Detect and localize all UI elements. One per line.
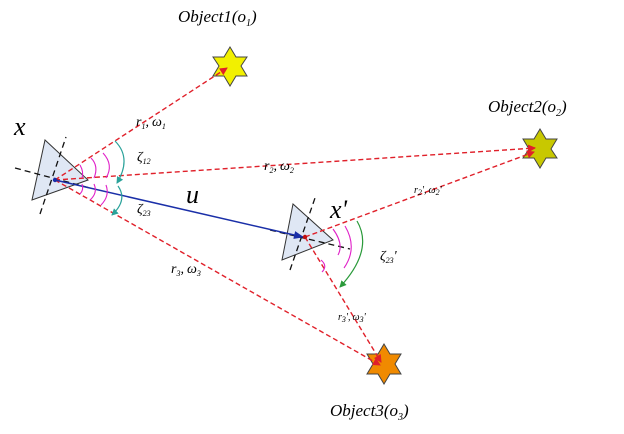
ray-x-to-object3 xyxy=(54,179,381,366)
object2-star-icon xyxy=(522,128,558,169)
r2-w2-label: r2,ω2 xyxy=(264,159,294,175)
camera-x-prime-label: x' xyxy=(329,195,348,224)
ray-x-to-object2 xyxy=(54,144,536,181)
object3-star-icon xyxy=(366,343,402,385)
camera-x-prime-center xyxy=(302,234,308,240)
motion-vector-u xyxy=(54,179,304,239)
object2-label: Object2(o2) xyxy=(488,97,567,119)
r2p-w2p-label: r2',ω2' xyxy=(414,185,443,197)
camera-x-icon xyxy=(14,136,91,215)
angle-arcs-x-prime xyxy=(320,220,364,288)
r3-w3-label: r3,ω3 xyxy=(171,262,201,278)
zeta12-label: ζ12 xyxy=(137,150,151,166)
angle-arcs-x xyxy=(79,140,125,216)
r3p-w3p-label: r3',ω3' xyxy=(338,312,367,324)
camera-x-label: x xyxy=(13,112,26,141)
ray-x-to-object1 xyxy=(54,67,228,181)
ray-xprime-to-object2 xyxy=(304,150,535,238)
object1-star-icon xyxy=(212,46,248,87)
object3-label: Object3(o3) xyxy=(330,401,409,423)
motion-u-label: u xyxy=(186,180,199,209)
zeta23p-label: ζ23' xyxy=(380,249,398,265)
r1-w1-label: r1,ω1 xyxy=(136,115,166,131)
object1-label: Object1(o1) xyxy=(178,7,257,29)
camera-x-center xyxy=(52,177,58,183)
zeta23-label: ζ23 xyxy=(137,202,151,218)
ray-xprime-to-object3 xyxy=(304,236,382,363)
